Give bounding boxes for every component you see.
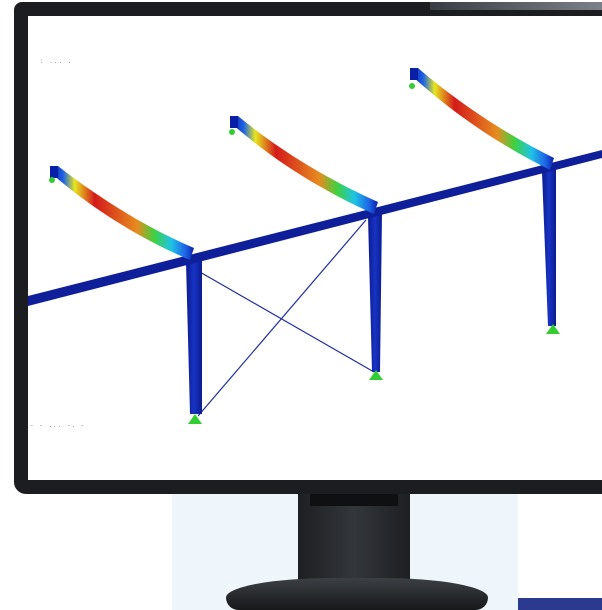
brace-diagonal-2: [197, 219, 367, 417]
monitor-stand-neck: [298, 494, 410, 590]
column-3: [542, 168, 556, 326]
rafters: [52, 68, 554, 260]
rafter-end-node-1: [49, 177, 55, 183]
brace-diagonal-1: [185, 263, 375, 373]
rafter-end-node-3: [409, 83, 415, 89]
structural-model-view: [28, 68, 602, 424]
column-2: [368, 212, 382, 372]
longitudinal-beam: [28, 150, 602, 306]
background-accent-bar: [518, 598, 602, 610]
rafter-end-3: [410, 68, 418, 80]
monitor-stand-base: [226, 578, 488, 610]
rafter-end-2: [230, 116, 238, 128]
rafter-2: [232, 116, 378, 214]
supports: [188, 324, 560, 424]
columns: [186, 168, 556, 414]
rafter-ends: [49, 68, 418, 183]
screen-label-bottom: - - ... -. -: [30, 422, 86, 429]
cross-bracing: [185, 219, 375, 417]
rafter-end-node-2: [229, 129, 235, 135]
rafter-3: [412, 68, 554, 170]
monitor-stand-joint: [310, 494, 398, 506]
rafter-1: [52, 166, 194, 260]
column-1: [186, 258, 202, 414]
rafter-end-1: [50, 166, 58, 178]
support-1: [188, 414, 202, 424]
screen-label-top: : ... .: [40, 58, 73, 65]
support-3: [546, 324, 560, 334]
monitor-screen: : ... . - - ... -. -: [28, 16, 602, 480]
monitor-bezel-highlight: [430, 2, 602, 10]
support-2: [369, 370, 383, 380]
